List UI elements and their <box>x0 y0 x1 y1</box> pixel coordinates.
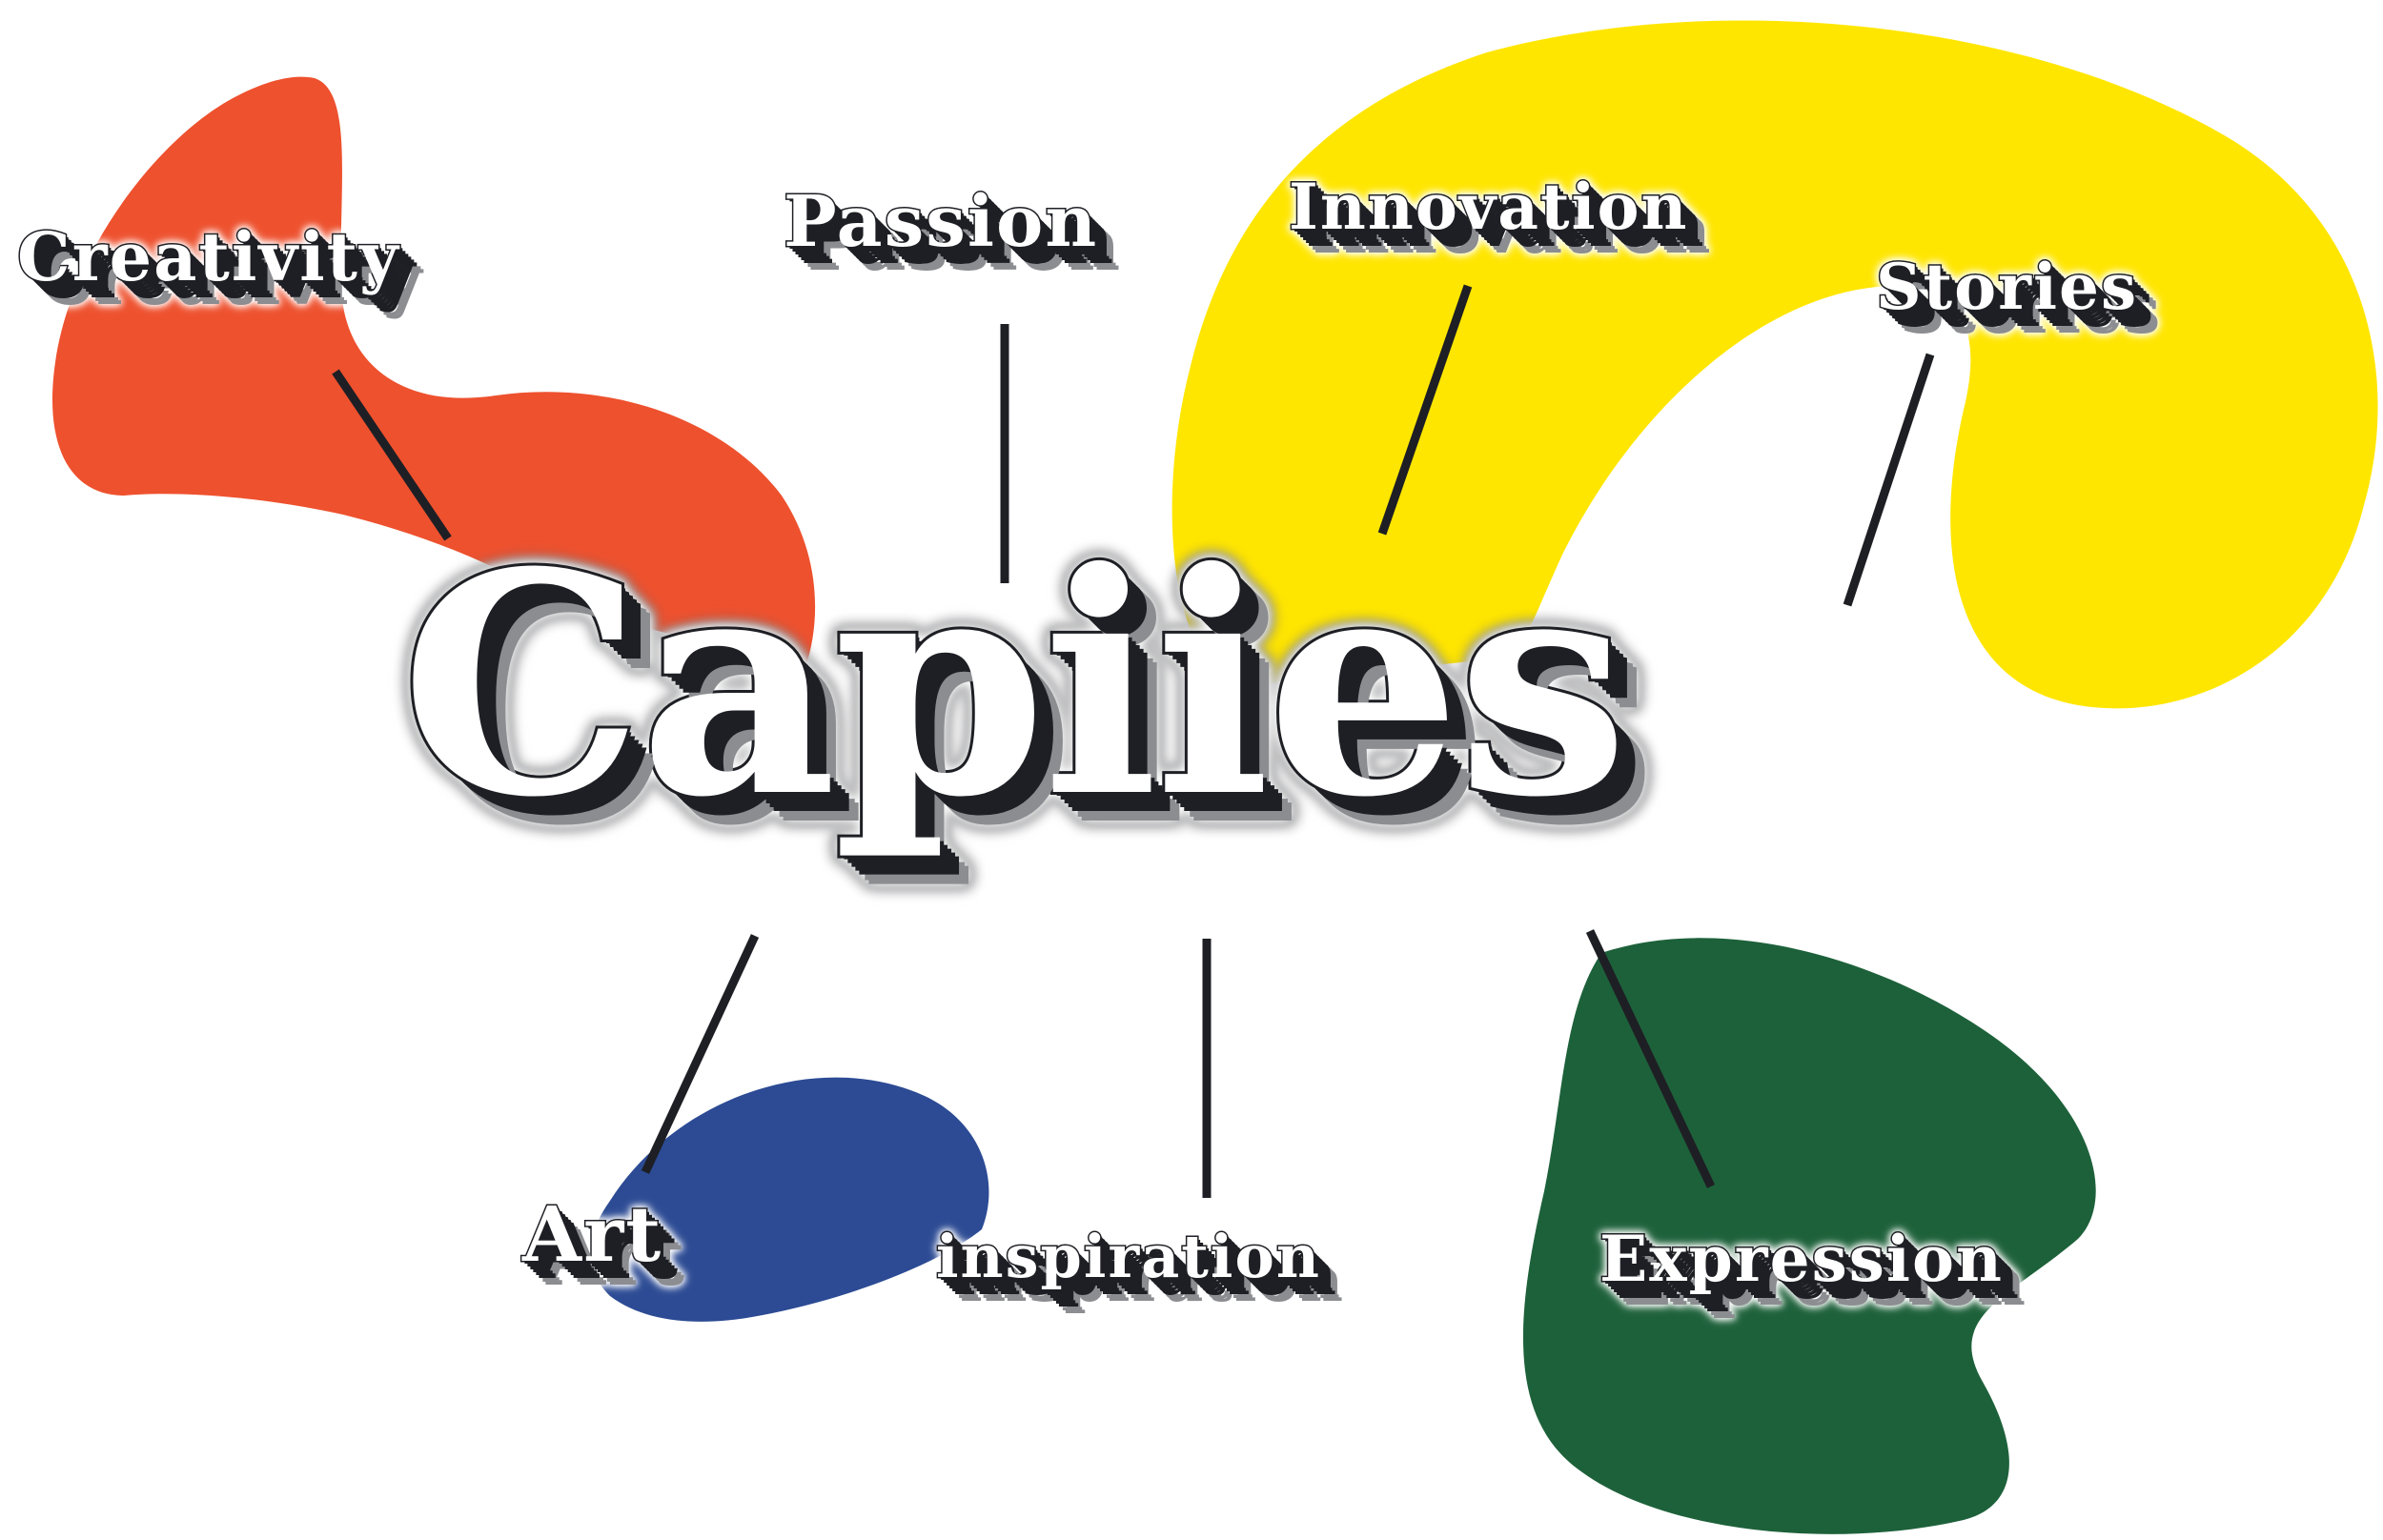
keyword-expression: Expression <box>1599 1221 2004 1298</box>
connector-expression <box>1585 929 1716 1188</box>
keyword-inspiration: inspiration <box>935 1221 1321 1293</box>
connector-stories <box>1843 353 1935 607</box>
central-word: Capiies <box>397 507 1632 864</box>
keyword-passion: Passion <box>782 180 1099 265</box>
keyword-stories: Stories <box>1874 249 2139 326</box>
orange-blob <box>51 76 816 668</box>
keyword-creativity: Creativity <box>16 216 400 298</box>
keyword-innovation: Innovation <box>1288 169 1689 246</box>
blue-blob <box>590 1077 989 1322</box>
connector-innovation <box>1377 284 1473 536</box>
yellow-blob <box>1171 20 2378 709</box>
keyword-art: Art <box>520 1188 663 1281</box>
connector-art <box>641 934 760 1174</box>
connector-creativity <box>332 369 452 541</box>
